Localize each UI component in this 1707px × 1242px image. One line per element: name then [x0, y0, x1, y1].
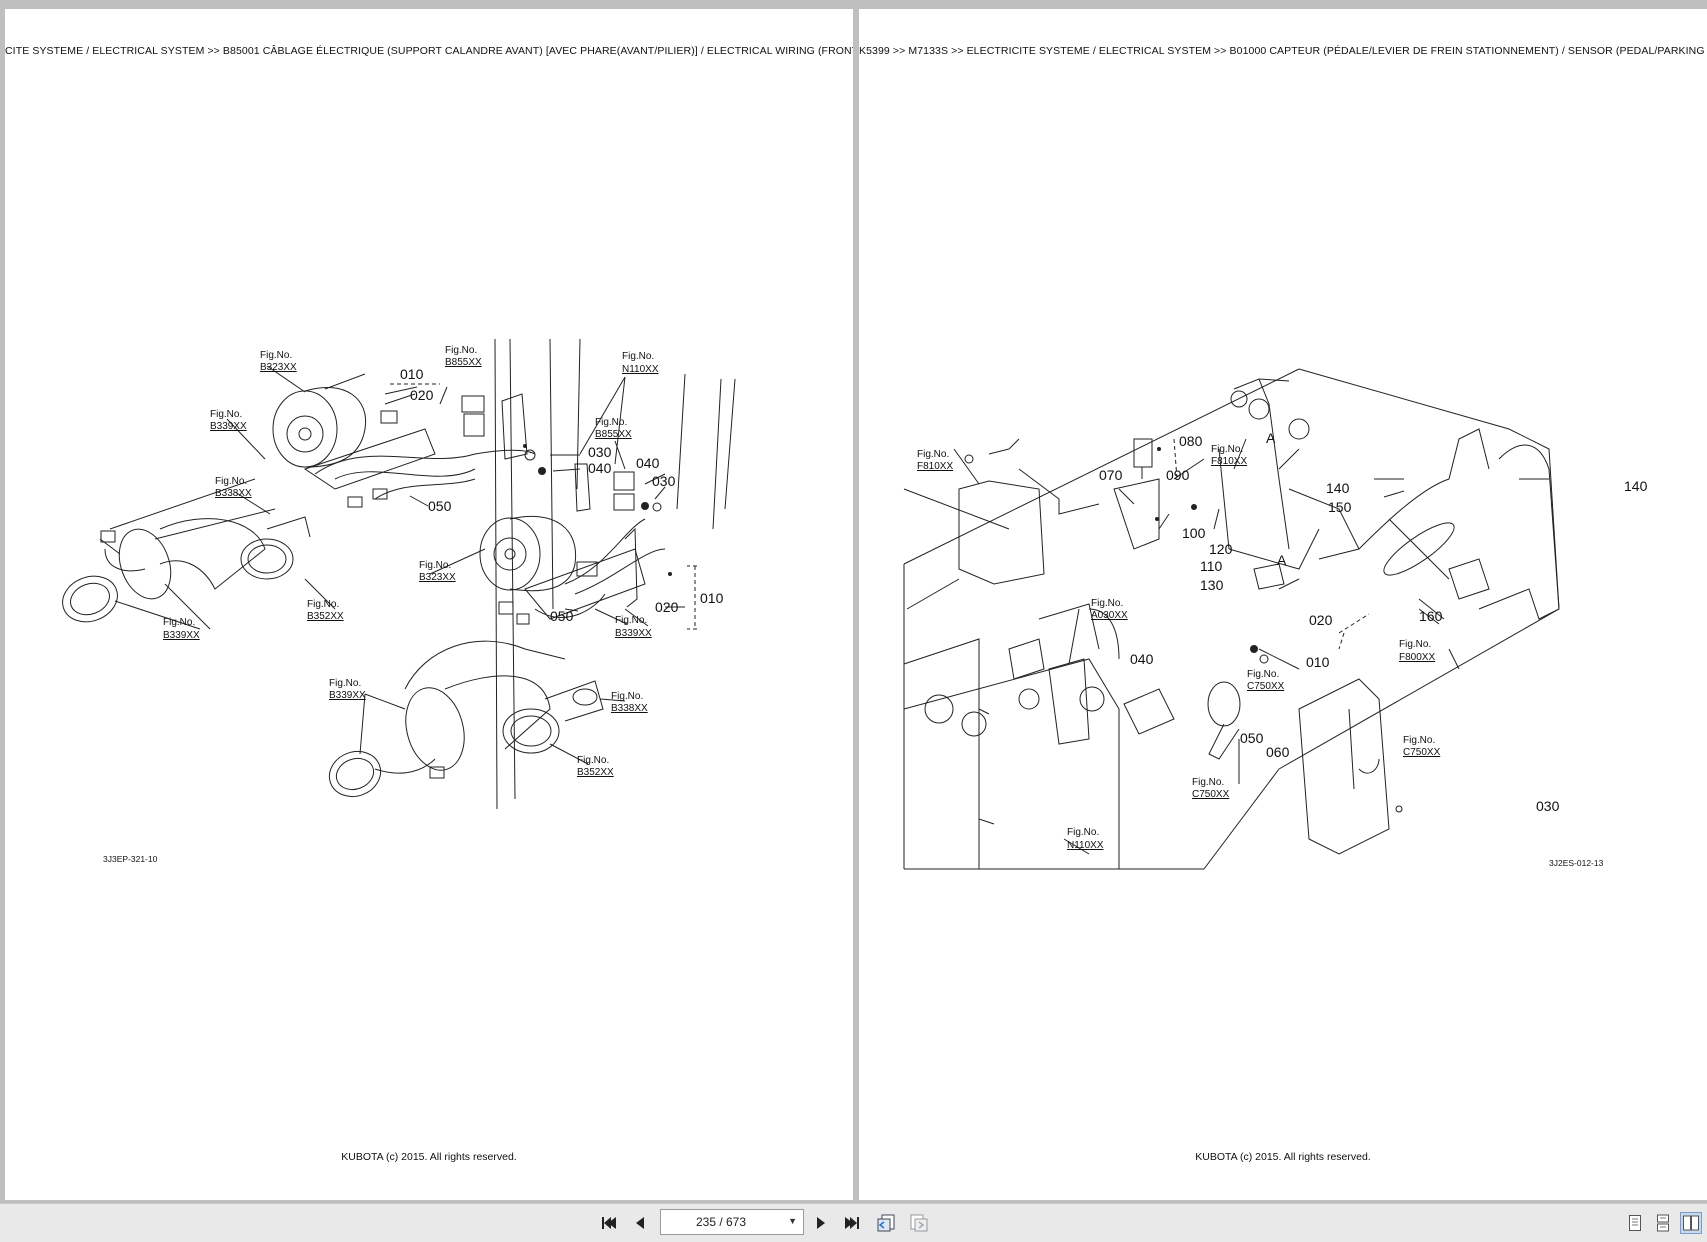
part-number: 010 [1306, 654, 1330, 670]
go-back-icon[interactable] [873, 1210, 899, 1236]
part-number: 010 [400, 366, 424, 382]
fig-ref-link[interactable]: B323XX [419, 572, 456, 583]
navigation-toolbar: 235 / 673 ▼ [0, 1203, 1707, 1242]
parts-diagram-left: Fig.No. B323XX Fig.No. B855XX Fig.No. N1… [62, 338, 736, 864]
fig-label: Fig.No. [163, 617, 195, 628]
fig-label: Fig.No. [595, 417, 627, 428]
part-number: 010 [700, 590, 724, 606]
fig-label: Fig.No. [1192, 777, 1224, 788]
fig-ref-link[interactable]: B338XX [611, 703, 648, 714]
part-number: 050 [1240, 730, 1264, 746]
pdf-page-left: CITE SYSTEME / ELECTRICAL SYSTEM >> B850… [5, 9, 853, 1200]
two-page-view-icon[interactable] [1680, 1212, 1702, 1234]
part-number: 030 [1536, 798, 1560, 814]
chevron-down-icon: ▼ [788, 1216, 797, 1226]
fig-ref-link[interactable]: B338XX [215, 488, 252, 499]
fig-ref-link[interactable]: A030XX [1091, 610, 1128, 621]
fig-ref-link[interactable]: B352XX [307, 611, 344, 622]
page-header-left: CITE SYSTEME / ELECTRICAL SYSTEM >> B850… [5, 45, 853, 57]
fig-label: Fig.No. [1247, 669, 1279, 680]
fig-label: Fig.No. [577, 755, 609, 766]
part-number: 080 [1179, 433, 1203, 449]
part-number: 100 [1182, 525, 1206, 541]
fig-label: Fig.No. [445, 345, 477, 356]
fig-ref-link[interactable]: B339XX [210, 421, 247, 432]
part-number: 040 [636, 455, 660, 471]
fig-ref-link[interactable]: B323XX [260, 362, 297, 373]
fig-label: Fig.No. [611, 691, 643, 702]
part-number: 130 [1200, 577, 1224, 593]
page-indicator: 235 / 673 [695, 1215, 747, 1229]
part-number: 020 [655, 599, 679, 615]
fig-ref-link[interactable]: F800XX [1399, 652, 1435, 663]
fig-label: Fig.No. [615, 615, 647, 626]
part-number: 050 [550, 608, 574, 624]
detail-mark: A [1266, 430, 1276, 446]
part-number: 070 [1099, 467, 1123, 483]
fig-label: Fig.No. [210, 409, 242, 420]
page-number-select[interactable]: 235 / 673 ▼ [660, 1209, 804, 1235]
fig-ref-link[interactable]: B855XX [595, 429, 632, 440]
part-number: 110 [1200, 558, 1223, 574]
fig-label: Fig.No. [260, 350, 292, 361]
fig-ref-link[interactable]: N110XX [622, 364, 659, 375]
part-number: 030 [588, 444, 612, 460]
part-number: 060 [1266, 744, 1290, 760]
part-number: 140 [1326, 480, 1350, 496]
previous-page-icon[interactable] [627, 1210, 653, 1236]
part-number: 020 [410, 387, 434, 403]
fig-ref-link[interactable]: B339XX [163, 630, 200, 641]
fig-ref-link[interactable]: B855XX [445, 357, 482, 368]
fig-label: Fig.No. [1091, 598, 1123, 609]
detail-mark: A [1277, 552, 1287, 568]
part-number: 020 [1309, 612, 1333, 628]
part-number: 160 [1419, 608, 1443, 624]
part-number: 040 [1130, 651, 1154, 667]
fig-label: Fig.No. [307, 599, 339, 610]
go-forward-icon[interactable] [906, 1210, 932, 1236]
fig-ref-link[interactable]: C750XX [1403, 747, 1441, 758]
fig-label: Fig.No. [917, 449, 949, 460]
continuous-view-icon[interactable] [1652, 1212, 1674, 1234]
part-number: 030 [652, 473, 676, 489]
fig-ref-link[interactable]: F810XX [917, 461, 953, 472]
part-number: 040 [588, 460, 612, 476]
fig-ref-link[interactable]: F810XX [1211, 456, 1247, 467]
drawing-code: 3J3EP-321-10 [103, 854, 158, 864]
last-page-icon[interactable] [839, 1210, 865, 1236]
fig-label: Fig.No. [1403, 735, 1435, 746]
part-number: 150 [1328, 499, 1352, 515]
fig-label: Fig.No. [622, 351, 654, 362]
single-page-view-icon[interactable] [1624, 1212, 1646, 1234]
part-number: 120 [1209, 541, 1233, 557]
fig-label: Fig.No. [419, 560, 451, 571]
fig-label: Fig.No. [215, 476, 247, 487]
fig-ref-link[interactable]: C750XX [1247, 681, 1285, 692]
fig-ref-link[interactable]: B339XX [615, 628, 652, 639]
parts-diagram-right: Fig.No. F810XX Fig.No. F810XX Fig.No. A0… [903, 368, 1648, 870]
part-number: 140 [1624, 478, 1648, 494]
fig-ref-link[interactable]: N110XX [1067, 840, 1104, 851]
page-footer-left: KUBOTA (c) 2015. All rights reserved. [341, 1151, 517, 1163]
first-page-icon[interactable] [596, 1210, 622, 1236]
fig-label: Fig.No. [1399, 639, 1431, 650]
next-page-icon[interactable] [808, 1210, 834, 1236]
part-number: 090 [1166, 467, 1190, 483]
fig-label: Fig.No. [329, 678, 361, 689]
fig-ref-link[interactable]: C750XX [1192, 789, 1230, 800]
page-footer-right: KUBOTA (c) 2015. All rights reserved. [1195, 1151, 1371, 1163]
fig-label: Fig.No. [1067, 827, 1099, 838]
fig-ref-link[interactable]: B352XX [577, 767, 614, 778]
document-viewer: CITE SYSTEME / ELECTRICAL SYSTEM >> B850… [5, 9, 1707, 1200]
part-number: 050 [428, 498, 452, 514]
fig-ref-link[interactable]: B339XX [329, 690, 366, 701]
pdf-page-right: K5399 >> M7133S >> ELECTRICITE SYSTEME /… [859, 9, 1707, 1200]
fig-label: Fig.No. [1211, 444, 1243, 455]
drawing-code: 3J2ES-012-13 [1549, 858, 1604, 868]
page-header-right: K5399 >> M7133S >> ELECTRICITE SYSTEME /… [859, 45, 1707, 57]
